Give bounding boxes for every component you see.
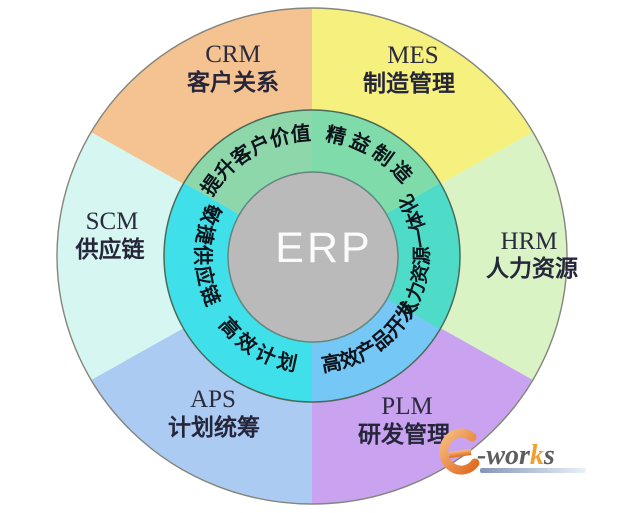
label-mes-acronym: MES <box>387 42 438 69</box>
outer-sector-labels: CRM 客户关系 MES 制造管理 HRM 人力资源 PLM 研发管理 APS … <box>75 41 579 447</box>
eworks-e-crossbar <box>448 449 472 458</box>
eworks-wordmark: -works <box>477 440 555 471</box>
label-plm-name: 研发管理 <box>358 421 450 447</box>
label-aps-name: 计划统筹 <box>168 414 260 440</box>
label-crm-name: 客户关系 <box>187 69 279 95</box>
label-scm-acronym: SCM <box>86 208 139 235</box>
label-scm-name: 供应链 <box>75 236 145 262</box>
label-hrm-name: 人力资源 <box>486 256 578 281</box>
outer-circle-outline <box>56 7 568 505</box>
center-label: ERP <box>275 224 372 272</box>
label-plm-acronym: PLM <box>381 393 432 420</box>
eworks-logo: -works <box>439 428 586 475</box>
inner-ring-outline <box>163 109 461 403</box>
label-mes-name: 制造管理 <box>363 70 455 96</box>
label-crm-acronym: CRM <box>205 41 261 68</box>
label-hrm-acronym: HRM <box>501 228 558 255</box>
eworks-underline-bar <box>480 468 586 473</box>
label-aps-acronym: APS <box>190 386 236 413</box>
eworks-swoosh-icon <box>439 428 480 475</box>
center-circle <box>227 171 399 343</box>
